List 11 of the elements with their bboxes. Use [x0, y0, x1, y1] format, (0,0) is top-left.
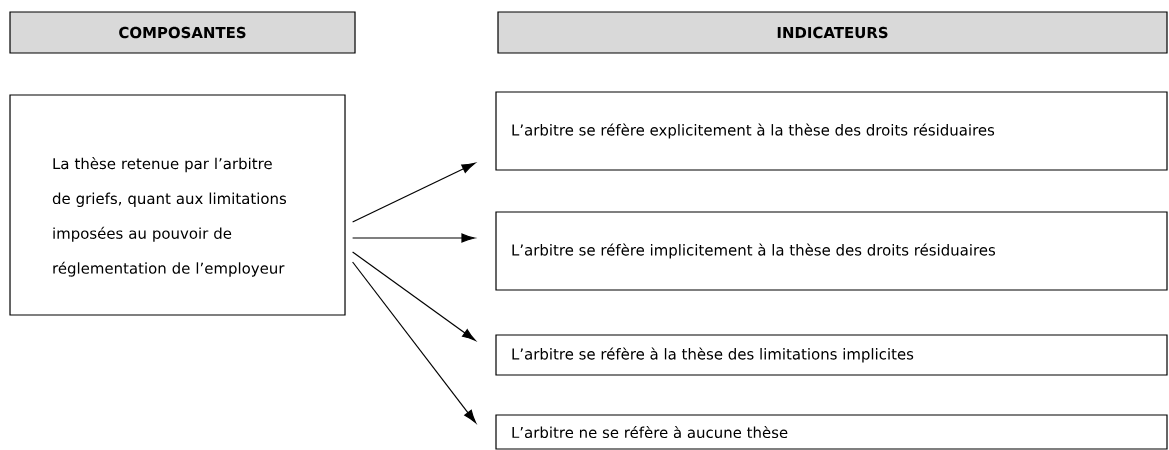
- header-box: COMPOSANTES: [9, 11, 356, 54]
- indicator-box: L’arbitre se réfère implicitement à la thèse des droits résiduaires: [495, 211, 1168, 291]
- arrow: [352, 261, 477, 424]
- header-box: INDICATEURS: [497, 11, 1168, 54]
- indicator-box: L’arbitre ne se réfère à aucune thèse: [495, 414, 1168, 450]
- arrow: [352, 251, 476, 341]
- arrow: [352, 233, 476, 243]
- indicator-box: L’arbitre se réfère à la thèse des limitations implicites: [495, 334, 1168, 376]
- indicator-box: L’arbitre se réfère explicitement à la thèse des droits résiduaires: [495, 91, 1168, 171]
- component-box: La thèse retenue par l’arbitre de griefs, quant aux limitations imposées au pouvoir de réglementation de l’employeur: [9, 94, 346, 316]
- arrow: [352, 162, 476, 223]
